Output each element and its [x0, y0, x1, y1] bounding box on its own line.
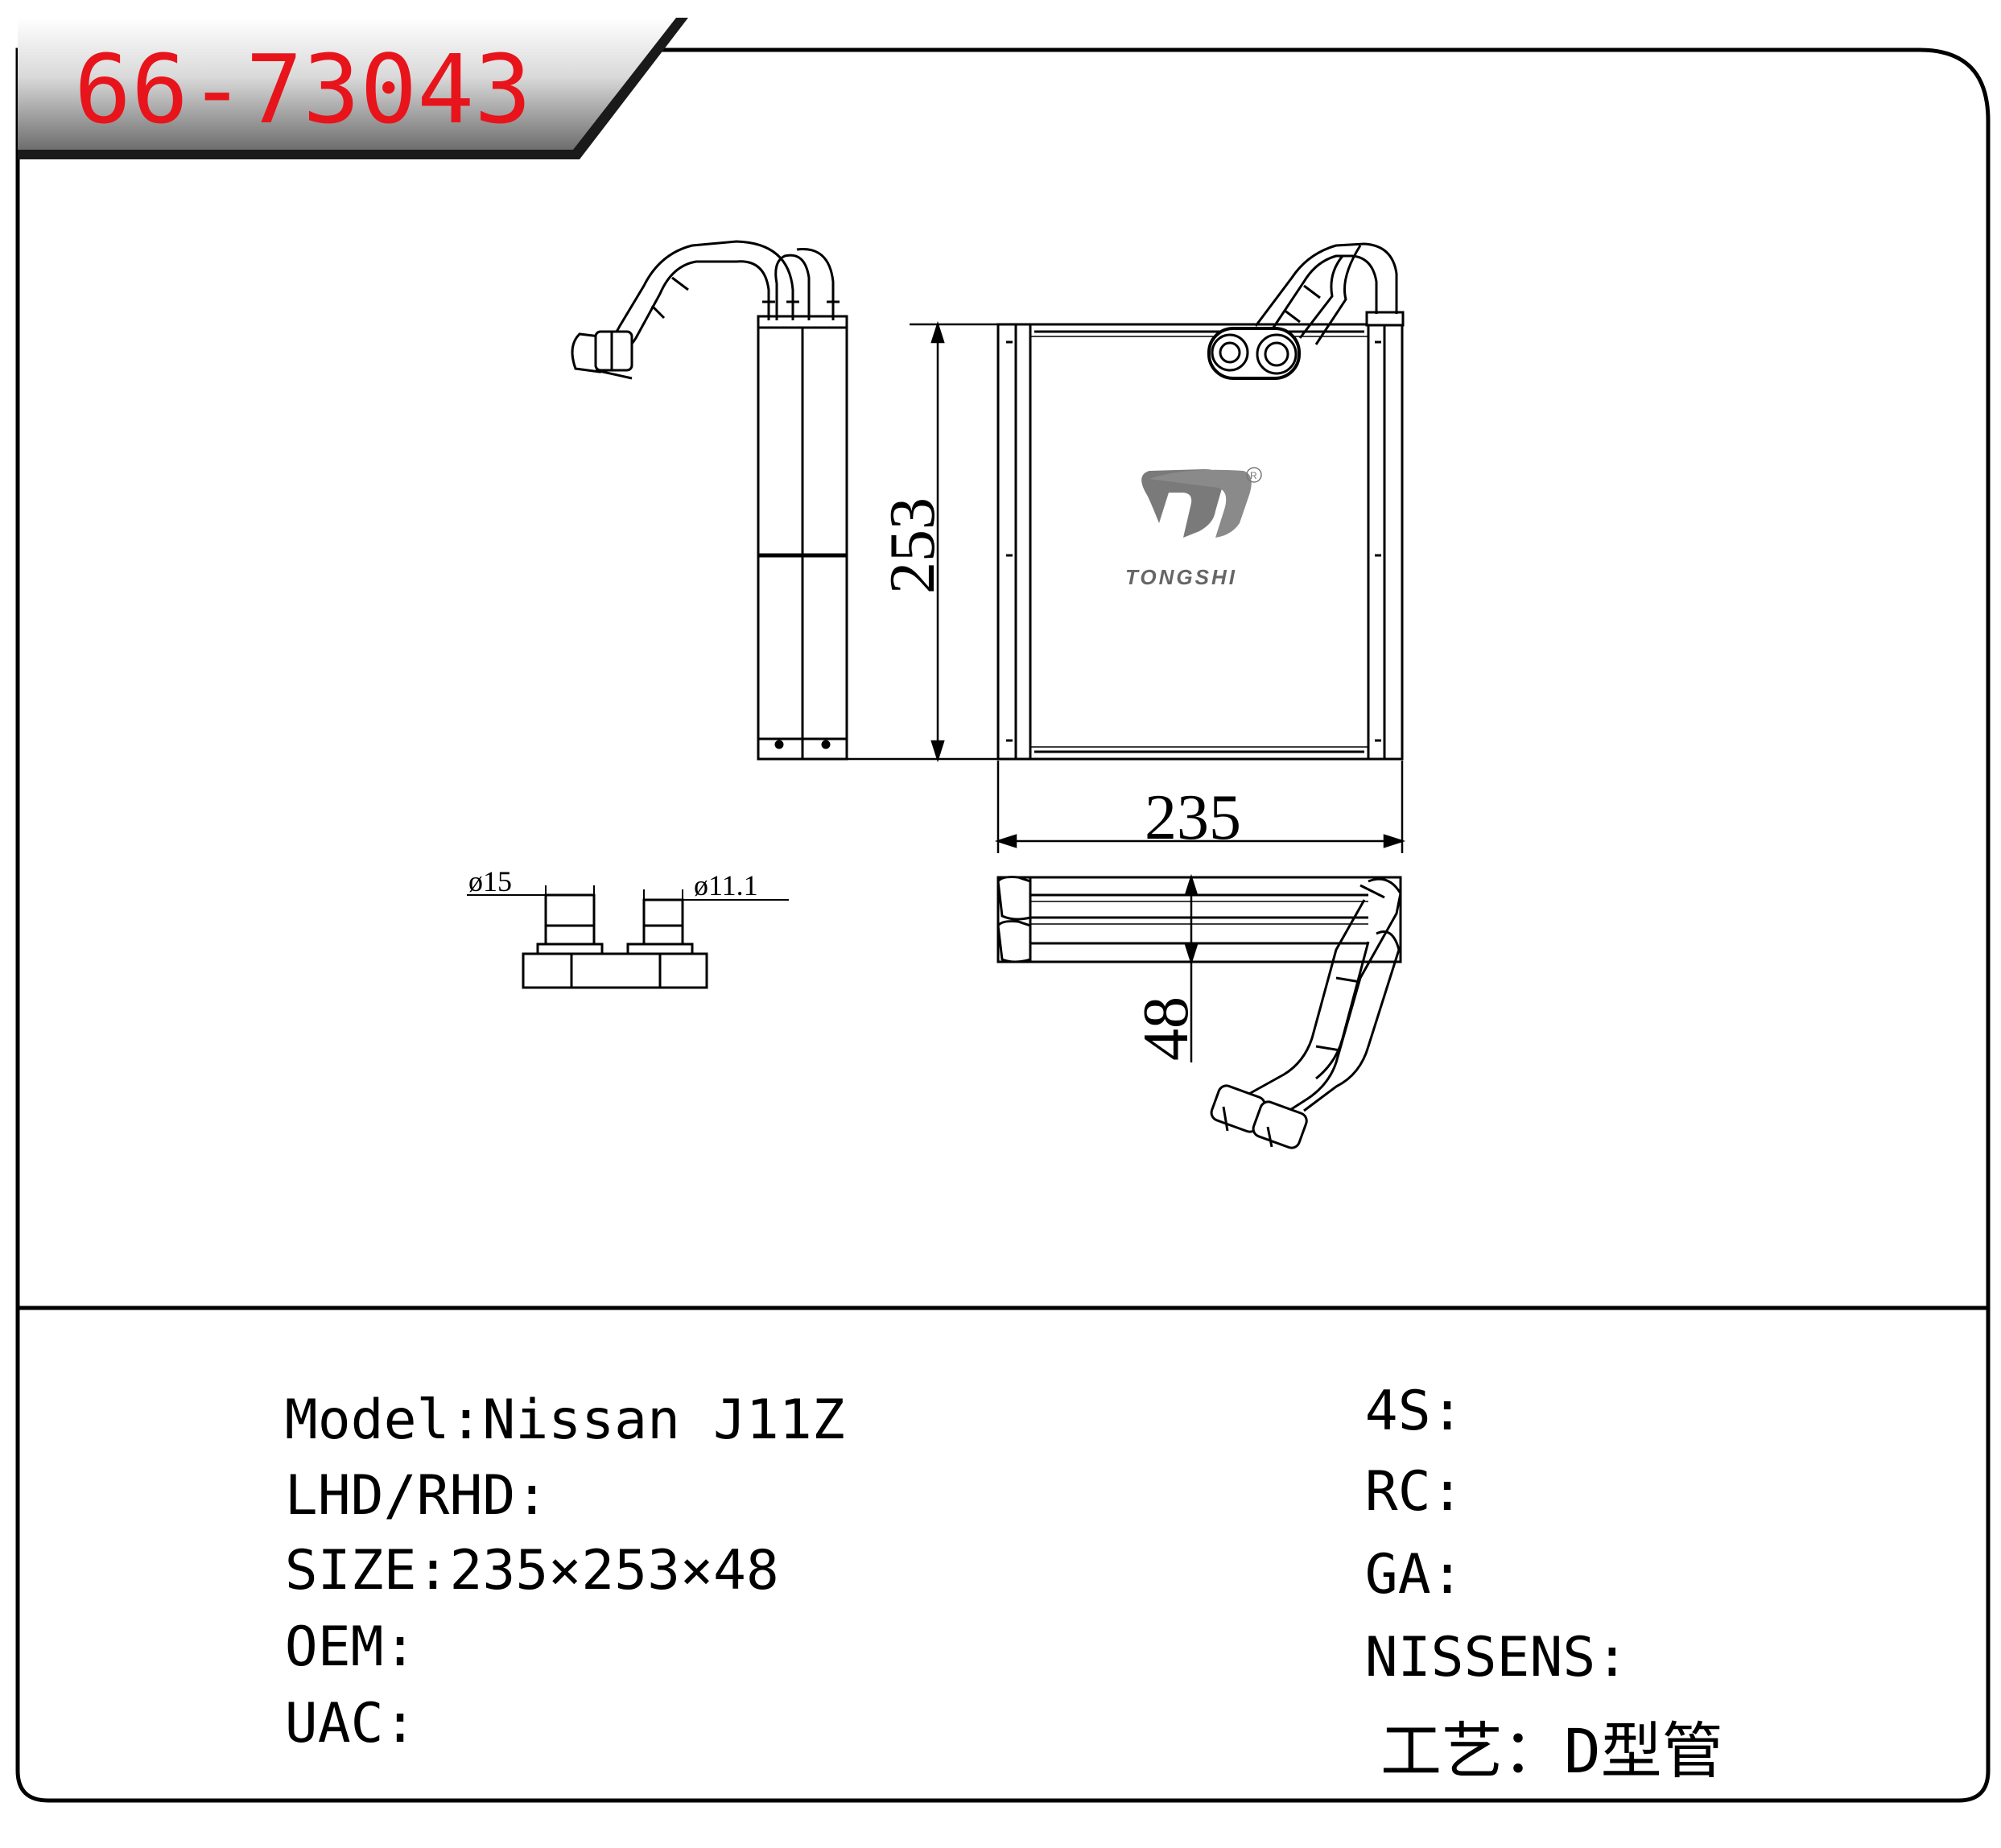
- spec-size-value: 235×253×48: [449, 1539, 779, 1603]
- spec-nissens-label: NISSENS:: [1364, 1626, 1629, 1689]
- depth-dimension-label: 48: [1131, 996, 1202, 1061]
- spec-ga-label: GA:: [1364, 1543, 1464, 1607]
- spec-lhd-rhd-label: LHD/RHD:: [284, 1464, 549, 1528]
- spec-process-value: D型管: [1564, 1715, 1723, 1787]
- flange-detail: [467, 885, 789, 989]
- front-view: [996, 242, 1405, 761]
- height-dimension-label: 253: [877, 497, 948, 594]
- outlet-diameter-label: ø11.1: [694, 869, 758, 901]
- spec-model-label: Model:: [284, 1388, 483, 1452]
- spec-size: SIZE:235×253×48: [153, 1489, 779, 1653]
- spec-process-label: 工艺：: [1380, 1715, 1565, 1787]
- registered-mark-icon: [1246, 467, 1262, 483]
- title-tab: 66-73043: [18, 18, 688, 159]
- tongshi-logo-mark: [1141, 468, 1223, 538]
- logo-brand-text: TONGSHI: [1125, 565, 1237, 589]
- spec-model-value: Nissan J11Z: [482, 1388, 845, 1452]
- sheet-frame: [15, 47, 1991, 1803]
- spec-uac: UAC:: [153, 1642, 417, 1806]
- spec-rc-label: RC:: [1364, 1460, 1464, 1524]
- depth-dimension: [1184, 873, 1199, 1062]
- inlet-diameter-label: ø15: [468, 865, 512, 897]
- side-view: [571, 240, 848, 761]
- part-number-title: 66-73043: [74, 34, 531, 145]
- registered-mark-glyph: R: [1250, 470, 1257, 481]
- spec-model: Model:Nissan J11Z: [153, 1339, 845, 1503]
- spec-oem-label: OEM:: [284, 1615, 417, 1679]
- spec-4s: 4S:: [1233, 1330, 1464, 1494]
- tongshi-logo: R TONGSHI: [1125, 467, 1262, 589]
- spec-ga: GA:: [1233, 1493, 1464, 1657]
- spec-process: 工艺：D型管: [1233, 1660, 1723, 1843]
- spec-lhd-rhd: LHD/RHD:: [153, 1414, 549, 1578]
- spec-size-label: SIZE:: [284, 1539, 450, 1603]
- spec-nissens: NISSENS:: [1233, 1576, 1629, 1740]
- spec-uac-label: UAC:: [284, 1692, 417, 1755]
- width-dimension: [994, 761, 1406, 853]
- width-dimension-label: 235: [1145, 782, 1241, 853]
- spec-oem: OEM:: [153, 1565, 417, 1730]
- spec-4s-label: 4S:: [1364, 1380, 1464, 1443]
- height-dimension: [847, 320, 998, 763]
- top-view: [996, 876, 1402, 1149]
- spec-rc: RC:: [1233, 1410, 1464, 1574]
